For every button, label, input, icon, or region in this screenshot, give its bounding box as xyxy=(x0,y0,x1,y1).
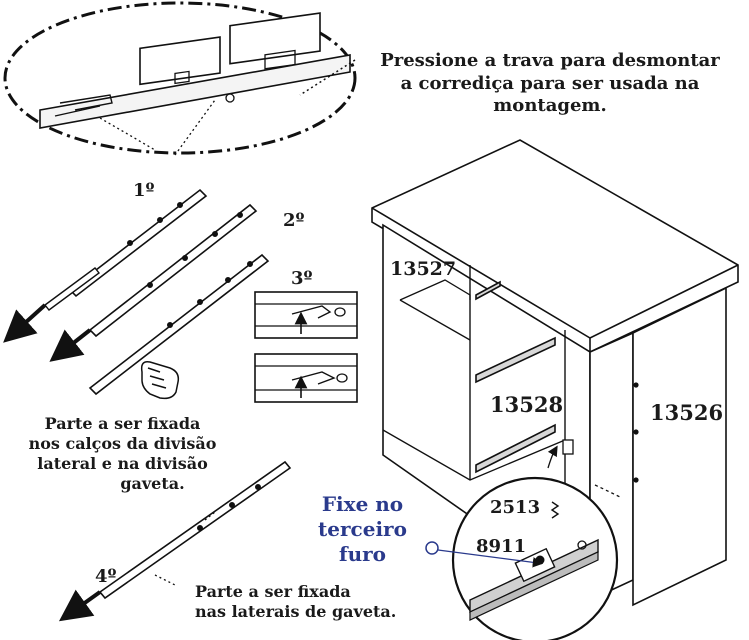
hand-icon xyxy=(140,360,180,400)
part-code-13526: 13526 xyxy=(650,400,724,425)
third-hole-note-line1: Fixe no xyxy=(321,492,404,516)
step3-label: 3º xyxy=(291,268,313,289)
slide-step1 xyxy=(3,188,208,343)
division-note-line2: nos calços da divisão xyxy=(28,434,217,453)
step1-label: 1º xyxy=(133,180,155,201)
third-hole-note-line2: terceiro furo xyxy=(318,517,407,566)
lock-callout-text: Pressione a trava para desmontar a corre… xyxy=(355,50,745,118)
hole-detail-zoom xyxy=(425,476,619,640)
part-code-13528: 13528 xyxy=(490,392,564,417)
drawer-sides-note-line1: Parte a ser fixada xyxy=(195,582,351,601)
slide-step2 xyxy=(49,203,258,362)
lock-detail-box-lower xyxy=(254,353,358,403)
part-code-13527: 13527 xyxy=(390,258,457,280)
third-hole-note: Fixe no terceiro furo xyxy=(300,492,425,567)
lock-callout-line2: a corrediça para ser usada na xyxy=(400,72,700,94)
drawer-sides-note: Parte a ser fixada nas laterais de gavet… xyxy=(195,582,435,622)
part-code-8911: 8911 xyxy=(476,536,527,557)
division-note-line4: gaveta. xyxy=(120,474,185,493)
part-code-2513: 2513 xyxy=(490,497,541,518)
step2-label: 2º xyxy=(283,210,305,231)
division-note: Parte a ser fixada nos calços da divisão… xyxy=(10,414,235,494)
division-note-line1: Parte a ser fixada xyxy=(44,414,201,433)
division-note-line3: lateral e na divisão xyxy=(37,454,208,473)
lock-callout-line1: Pressione a trava para desmontar xyxy=(380,50,720,71)
slide-lock-detail xyxy=(3,1,357,156)
slide-step4 xyxy=(58,460,292,622)
step4-label: 4º xyxy=(95,566,117,587)
slide-step3 xyxy=(88,253,270,396)
drawer-sides-note-line2: nas laterais de gaveta. xyxy=(195,602,397,621)
lock-detail-box-upper xyxy=(254,291,358,339)
lock-callout-line3: montagem. xyxy=(493,95,607,116)
